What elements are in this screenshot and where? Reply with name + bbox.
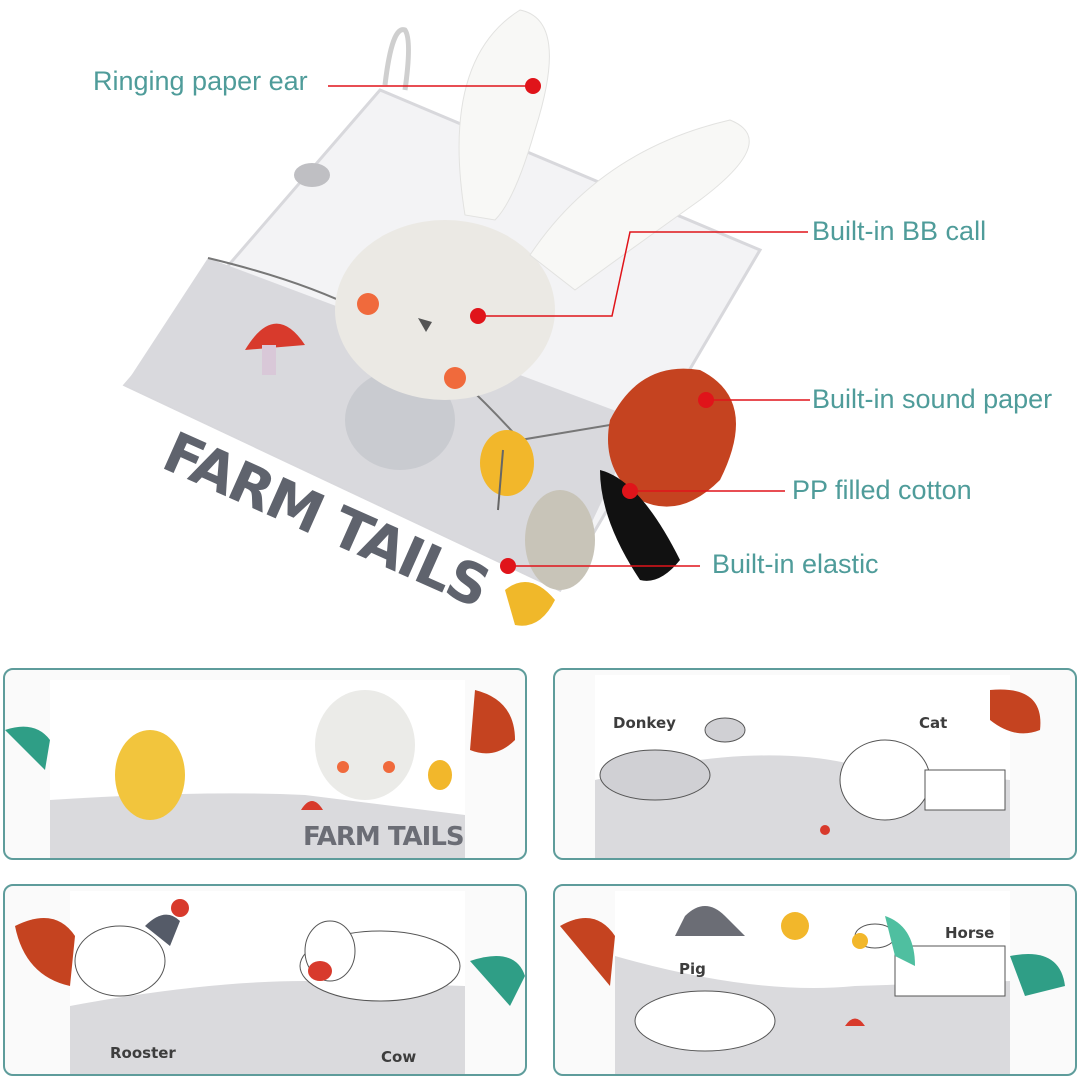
panel-cover-spread: FARM TAILS — [3, 668, 527, 860]
pig-horse-illustration — [560, 891, 1065, 1074]
animal-label-pig: Pig — [679, 960, 706, 978]
animal-label-cow: Cow — [381, 1048, 417, 1066]
callout-pp-cotton: PP filled cotton — [792, 475, 972, 505]
hanging-loop — [382, 27, 411, 91]
donkey-cat-illustration — [595, 675, 1041, 858]
animal-label-rooster: Rooster — [110, 1044, 176, 1062]
panel-pig-horse: Pig Horse — [553, 884, 1077, 1076]
animal-label-horse: Horse — [945, 924, 995, 942]
cover-spread-illustration — [5, 680, 515, 858]
callout-bb-call: Built-in BB call — [812, 216, 987, 246]
callout-pointers — [328, 78, 810, 574]
panel-title: FARM TAILS — [303, 822, 465, 852]
callout-sound-paper: Built-in sound paper — [812, 384, 1053, 414]
product-illustration — [122, 9, 810, 626]
animal-label-donkey: Donkey — [613, 714, 676, 732]
callout-elastic: Built-in elastic — [712, 549, 879, 579]
callout-ringing-paper-ear: Ringing paper ear — [93, 66, 308, 96]
rooster-cow-illustration — [15, 891, 525, 1074]
panel-donkey-cat: Donkey Cat — [553, 668, 1077, 860]
panel-rooster-cow: Rooster Cow — [3, 884, 527, 1076]
animal-label-cat: Cat — [919, 714, 948, 732]
